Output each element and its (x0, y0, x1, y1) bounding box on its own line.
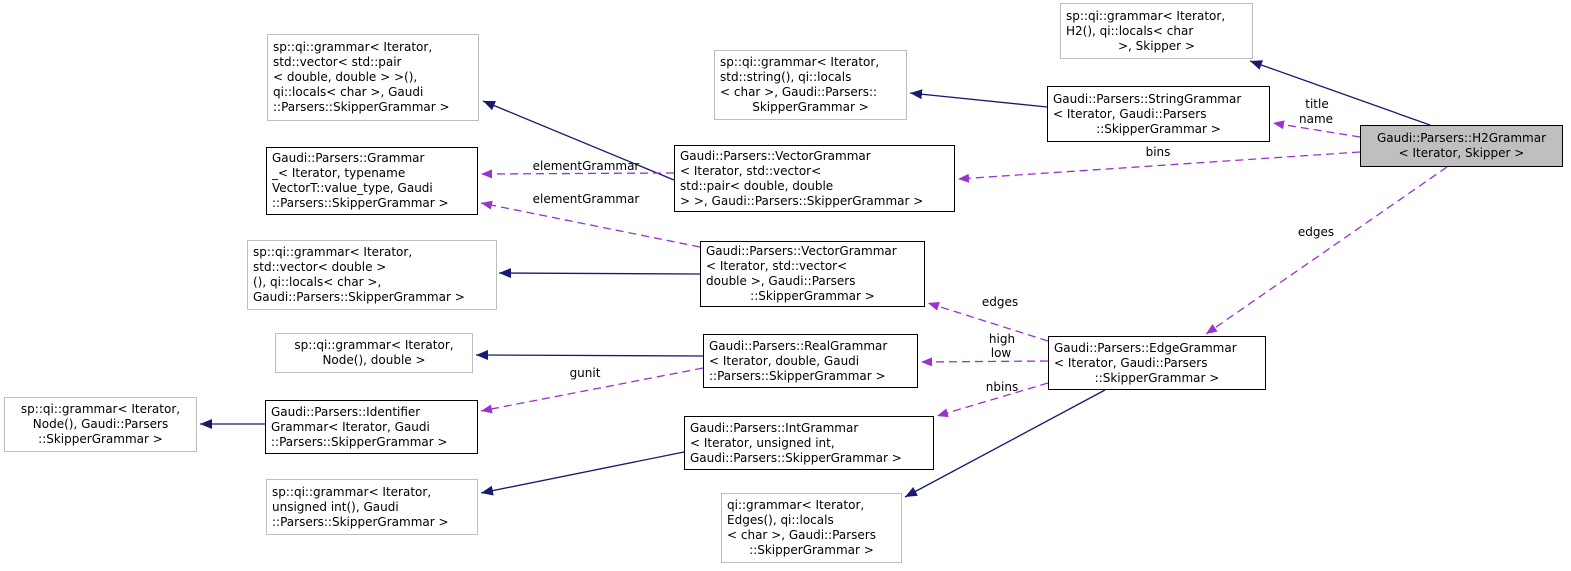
identifier-grammar-node[interactable]: Gaudi::Parsers::Identifier Grammar< Iter… (265, 400, 478, 454)
class-node-line: ::Parsers::SkipperGrammar > (271, 434, 448, 449)
qi-grammar-node-skipper-node: sp::qi::grammar< Iterator, Node(), Gaudi… (4, 397, 197, 452)
class-node-line: Gaudi::Parsers::Grammar (272, 151, 425, 165)
class-node-line: ::SkipperGrammar > (750, 289, 875, 303)
inheritance-edge-h2-to-qigrammar (1249, 60, 1431, 126)
inheritance-edge-vectordouble-to-qigrammar (498, 268, 701, 279)
inheritance-edge-string-to-qigrammar (909, 89, 1048, 108)
class-node-line: sp::qi::grammar< Iterator, (273, 40, 433, 54)
real-grammar-node[interactable]: Gaudi::Parsers::RealGrammar < Iterator, … (703, 334, 918, 388)
class-node-line: < char >, Gaudi::Parsers (727, 528, 876, 542)
class-node-line: Gaudi::Parsers::SkipperGrammar > (253, 290, 465, 304)
class-node-line: (), qi::locals< char >, (253, 275, 382, 289)
class-node-line: std::vector< std::pair (273, 55, 402, 69)
class-node-line: < Iterator, Gaudi::Parsers (1054, 355, 1208, 370)
class-node-line: Gaudi::Parsers::IntGrammar (690, 420, 859, 435)
edge-grammar-node[interactable]: Gaudi::Parsers::EdgeGrammar < Iterator, … (1048, 336, 1266, 390)
edge-label: low (990, 346, 1012, 360)
class-node-line: sp::qi::grammar< Iterator, (272, 484, 432, 499)
class-node-line: ::Parsers::SkipperGrammar > (273, 100, 450, 114)
qi-grammar-unsigned-int-node: sp::qi::grammar< Iterator, unsigned int(… (266, 479, 478, 535)
class-node-line: Gaudi::Parsers::VectorGrammar (706, 244, 897, 258)
inheritance-edge-int-to-qigrammar (480, 451, 685, 496)
class-node-line: ::SkipperGrammar > (1096, 121, 1221, 136)
h2-grammar-main-node: Gaudi::Parsers::H2Grammar < Iterator, Sk… (1360, 125, 1563, 167)
inheritance-edge-real-to-qigrammar (475, 350, 704, 361)
grammar-base-node[interactable]: Gaudi::Parsers::Grammar _< Iterator, typ… (266, 147, 478, 215)
vector-grammar-double-node[interactable]: Gaudi::Parsers::VectorGrammar < Iterator… (700, 241, 925, 307)
class-node-line: < Iterator, double, Gaudi (709, 353, 860, 368)
class-node-line: qi::locals< char >, Gaudi (273, 85, 424, 99)
edge-label: elementGrammar (532, 192, 640, 206)
class-node-line: < Iterator, unsigned int, (690, 435, 835, 450)
class-node-line: double >, Gaudi::Parsers (706, 274, 856, 288)
class-node-line: Gaudi::Parsers::H2Grammar (1376, 131, 1547, 145)
class-node-line: sp::qi::grammar< Iterator, (1066, 8, 1226, 23)
qi-grammar-vector-double-node: sp::qi::grammar< Iterator, std::vector< … (247, 240, 497, 310)
qi-grammar-vector-pair-node: sp::qi::grammar< Iterator, std::vector< … (267, 34, 479, 121)
usage-edge-elementgrammar-2 (480, 200, 701, 248)
int-grammar-node[interactable]: Gaudi::Parsers::IntGrammar < Iterator, u… (684, 416, 934, 470)
usage-edge-edges-right (1205, 166, 1448, 335)
class-node-line: Gaudi::Parsers::Identifier (271, 404, 421, 419)
class-node-line: < Iterator, Gaudi::Parsers (1053, 106, 1207, 121)
edge-label: name (1298, 112, 1334, 126)
class-node-line: Gaudi::Parsers::StringGrammar (1053, 91, 1242, 106)
edge-label: title (1305, 97, 1329, 111)
class-node-line: ::Parsers::SkipperGrammar > (272, 514, 449, 529)
qi-grammar-h2-node: sp::qi::grammar< Iterator, H2(), qi::loc… (1060, 3, 1253, 59)
class-node-line: < double, double > >(), (273, 70, 418, 84)
class-node-line: < Iterator, Skipper > (1398, 146, 1525, 160)
edge-label: edges (981, 295, 1019, 309)
usage-edge-elementgrammar-1 (480, 169, 675, 179)
class-node-line: Node(), double > (322, 353, 426, 367)
edge-label: gunit (569, 366, 601, 380)
class-node-line: < Iterator, std::vector< (680, 163, 822, 178)
usage-edge-high-low (920, 357, 1049, 367)
class-node-line: std::vector< double > (253, 260, 387, 274)
edge-label: high (988, 332, 1016, 346)
inheritance-edge-edgegrammar-to-qigrammar (904, 389, 1106, 498)
class-node-line: Gaudi::Parsers::VectorGrammar (680, 148, 871, 163)
class-node-line: > >, Gaudi::Parsers::SkipperGrammar > (680, 193, 924, 208)
class-node-line: ::Parsers::SkipperGrammar > (272, 196, 449, 210)
class-node-line: Gaudi::Parsers::SkipperGrammar > (690, 450, 902, 465)
edge-label: nbins (985, 380, 1019, 394)
class-node-line: ::SkipperGrammar > (1094, 370, 1220, 385)
class-node-line: Edges(), qi::locals (727, 513, 834, 527)
class-node-line: unsigned int(), Gaudi (272, 499, 399, 514)
qi-grammar-edges-node: qi::grammar< Iterator, Edges(), qi::loca… (721, 493, 902, 563)
class-node-line: sp::qi::grammar< Iterator, (253, 245, 413, 259)
class-node-line: sp::qi::grammar< Iterator, (294, 338, 454, 352)
qi-grammar-node-double-node: sp::qi::grammar< Iterator, Node(), doubl… (275, 333, 473, 373)
vector-grammar-pair-node[interactable]: Gaudi::Parsers::VectorGrammar < Iterator… (674, 145, 955, 212)
class-node-line: < char >, Gaudi::Parsers:: (720, 85, 878, 99)
class-node-line: Gaudi::Parsers::RealGrammar (709, 338, 888, 353)
class-node-line: sp::qi::grammar< Iterator, (20, 402, 181, 416)
edge-label: edges (1297, 225, 1335, 239)
class-node-line: qi::grammar< Iterator, (727, 498, 865, 512)
edge-label: elementGrammar (532, 159, 640, 173)
class-node-line: ::Parsers::SkipperGrammar > (709, 368, 886, 383)
class-node-line: VectorT::value_type, Gaudi (272, 181, 433, 195)
class-node-line: std::pair< double, double (680, 178, 834, 193)
class-node-line: sp::qi::grammar< Iterator, (720, 55, 880, 69)
class-node-line: >, Skipper > (1117, 38, 1195, 53)
class-node-line: ::SkipperGrammar > (749, 543, 874, 557)
string-grammar-node[interactable]: Gaudi::Parsers::StringGrammar < Iterator… (1047, 86, 1270, 142)
class-node-line: std::string(), qi::locals (720, 70, 852, 84)
class-node-line: SkipperGrammar > (752, 100, 869, 114)
class-node-line: Gaudi::Parsers::EdgeGrammar (1054, 340, 1237, 355)
class-node-line: H2(), qi::locals< char (1066, 23, 1194, 38)
class-node-line: < Iterator, std::vector< (706, 259, 848, 273)
class-node-line: ::SkipperGrammar > (38, 432, 163, 446)
edge-label: bins (1145, 145, 1171, 159)
class-node-line: Node(), Gaudi::Parsers (32, 417, 169, 431)
class-node-line: _< Iterator, typename (272, 166, 406, 180)
qi-grammar-string-node: sp::qi::grammar< Iterator, std::string()… (714, 50, 907, 120)
class-node-line: Grammar< Iterator, Gaudi (271, 419, 430, 434)
